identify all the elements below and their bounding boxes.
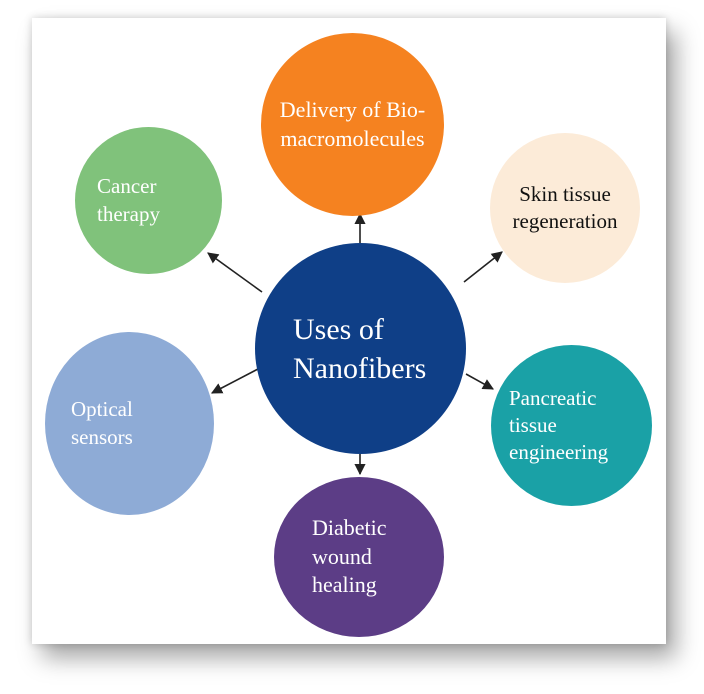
center-node-label: Uses of Nanofibers [293, 312, 427, 385]
node-skin-tissue-regeneration: Skin tissue regeneration [490, 133, 640, 283]
node-delivery-of-biomacromolecules: Delivery of Bio- macromolecules [261, 33, 444, 216]
node-optical-sensors: Optical sensors [45, 332, 214, 515]
node-pancreatic-tissue-engineering: Pancreatic tissue engineering [491, 345, 652, 506]
center-node: Uses of Nanofibers [255, 243, 466, 454]
node-pancreas-label: Pancreatic tissue engineering [509, 385, 609, 465]
node-delivery-label: Delivery of Bio- macromolecules [279, 96, 426, 151]
node-cancer-label: Cancer therapy [97, 174, 160, 226]
node-optical-label: Optical sensors [71, 397, 133, 449]
node-diabetic-label: Diabetic wound healing [312, 515, 387, 598]
node-cancer-therapy: Cancer therapy [75, 127, 222, 274]
node-diabetic-wound-healing: Diabetic wound healing [274, 477, 444, 637]
node-skin-label: Skin tissue regeneration [512, 181, 618, 233]
